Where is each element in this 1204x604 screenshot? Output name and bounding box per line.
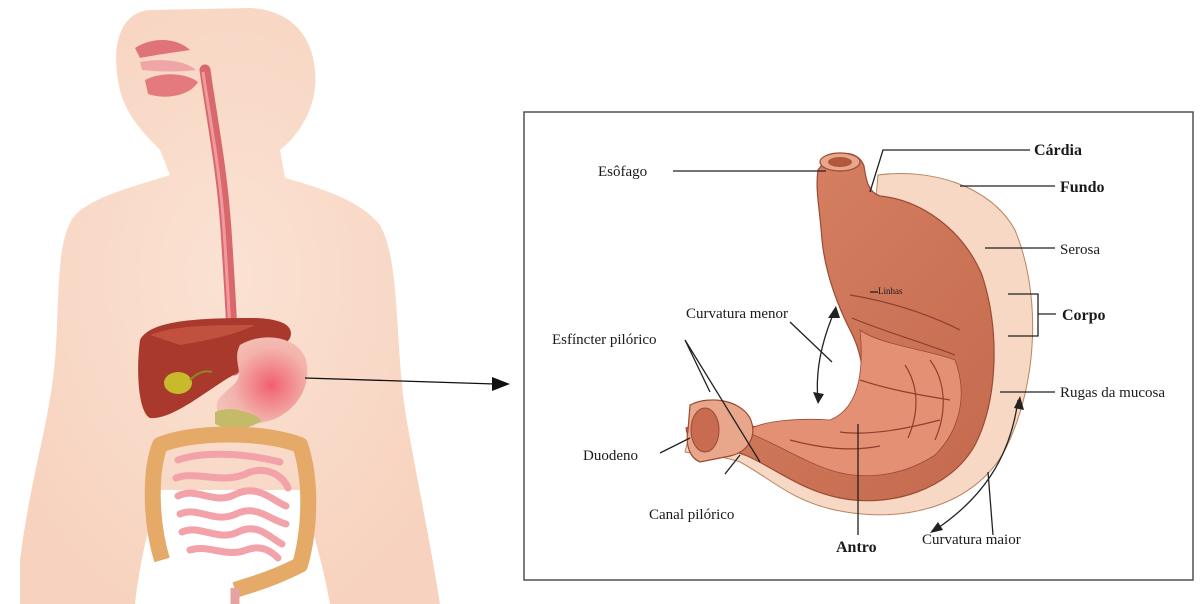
label-cardia: Cárdia bbox=[1034, 142, 1082, 159]
label-duodeno: Duodeno bbox=[583, 448, 638, 464]
label-curvatura-maior: Curvatura maior bbox=[922, 532, 1021, 548]
label-esfincter-pilorico: Esfíncter pilórico bbox=[552, 332, 657, 348]
label-rugas-mucosa: Rugas da mucosa bbox=[1060, 385, 1165, 401]
label-antro: Antro bbox=[836, 539, 877, 556]
label-fundo: Fundo bbox=[1060, 179, 1104, 196]
gallbladder bbox=[164, 372, 192, 394]
label-curvatura-menor: Curvatura menor bbox=[686, 306, 788, 322]
label-serosa: Serosa bbox=[1060, 242, 1100, 258]
label-canal-pilorico: Canal pilórico bbox=[649, 507, 734, 523]
human-torso bbox=[20, 8, 440, 604]
label-esofago: Esôfago bbox=[598, 164, 647, 180]
label-corpo: Corpo bbox=[1062, 307, 1106, 324]
label-linhas: Linhas bbox=[878, 286, 903, 296]
